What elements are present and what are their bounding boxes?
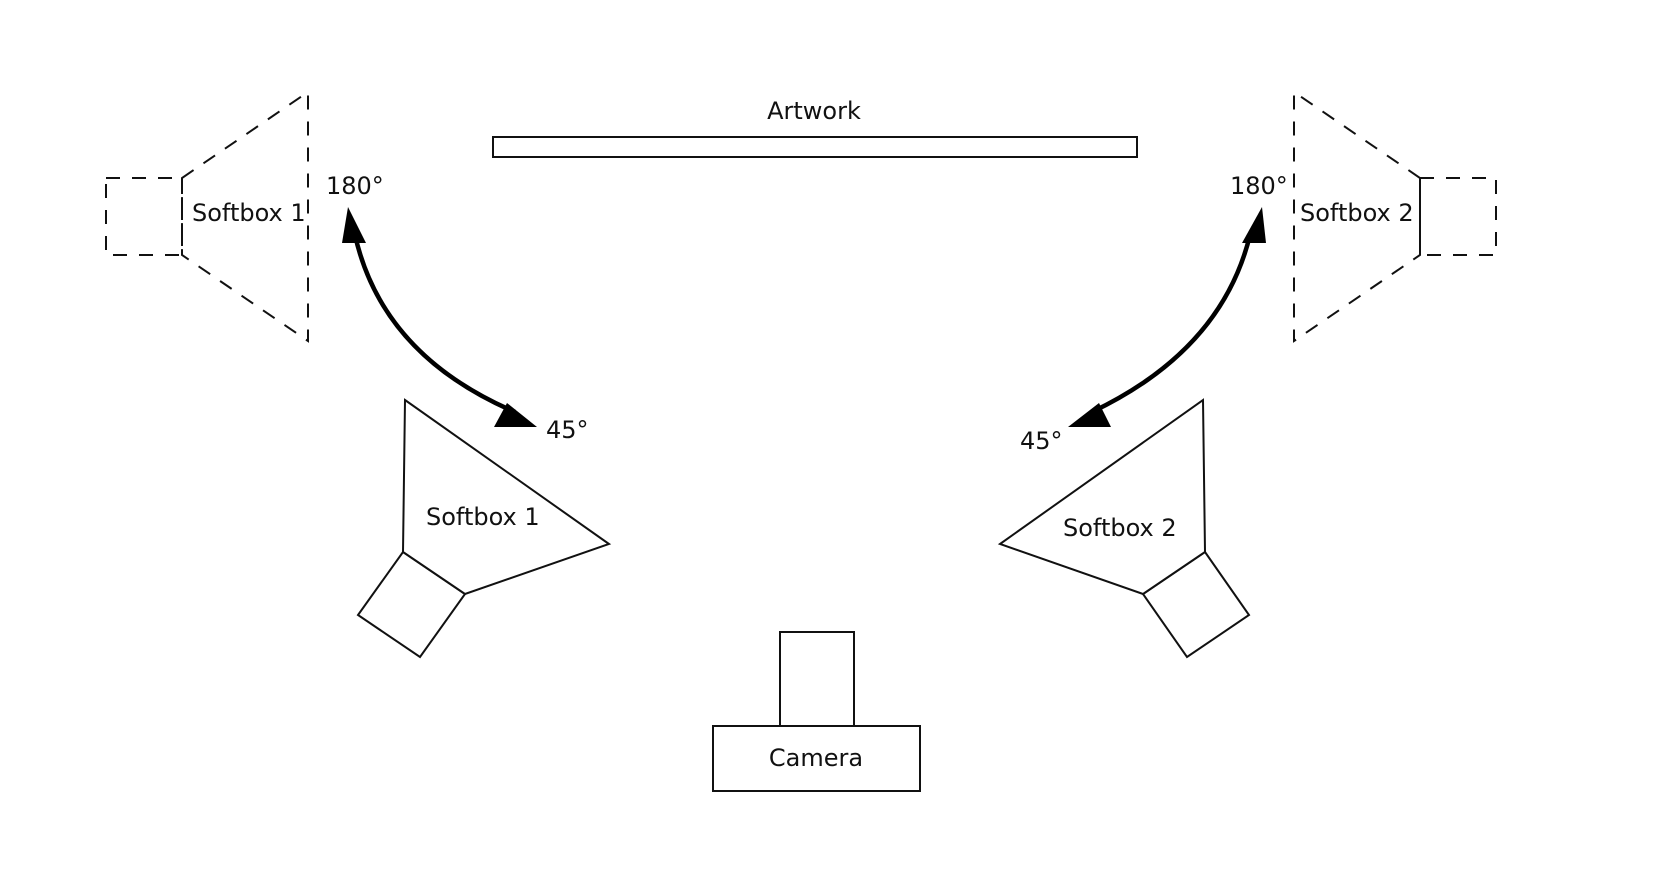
softbox-1-position-180: Softbox 1 180° [105, 90, 384, 343]
softbox-2-angle-180-label: 180° [1230, 172, 1288, 200]
rotation-arrow-right: 45° [1020, 207, 1266, 455]
rotation-arrow-right-arc [1091, 234, 1253, 415]
softbox-1-180-housing [105, 177, 183, 256]
softbox-2-position-180: Softbox 2 180° [1230, 90, 1497, 343]
camera-lens [779, 631, 855, 727]
softbox-2-position-45: Softbox 2 [997, 398, 1251, 659]
softbox-1-180-diffuser [181, 90, 309, 343]
softbox-1-angle-45-label: 45° [546, 416, 589, 444]
softbox-2-180-label: Softbox 2 [1300, 199, 1414, 227]
artwork-label: Artwork [767, 97, 861, 125]
softbox-2-45-label: Softbox 2 [1063, 514, 1177, 542]
camera-body [712, 725, 921, 792]
rotation-arrow-left-arc [352, 234, 516, 415]
softbox-2-angle-45-label: 45° [1020, 427, 1063, 455]
camera: Camera [712, 631, 921, 792]
softbox-1-45-diffuser [401, 398, 612, 596]
artwork-panel [492, 136, 1138, 158]
rotation-arrow-left-head-180 [342, 207, 366, 243]
rotation-arrow-right-head-45 [1068, 403, 1111, 427]
rotation-arrow-left-head-45 [494, 403, 537, 427]
softbox-1-45-label: Softbox 1 [426, 503, 540, 531]
rotation-arrow-left: 45° [342, 207, 589, 444]
softbox-2-180-housing [1419, 177, 1497, 256]
artwork: Artwork [492, 97, 1138, 158]
camera-label: Camera [769, 744, 863, 772]
softbox-1-position-45: Softbox 1 [356, 398, 612, 659]
rotation-arrow-right-head-180 [1242, 207, 1266, 243]
softbox-2-180-diffuser [1293, 90, 1421, 343]
softbox-1-180-label: Softbox 1 [192, 199, 306, 227]
softbox-1-angle-180-label: 180° [326, 172, 384, 200]
softbox-2-45-diffuser [997, 398, 1207, 596]
